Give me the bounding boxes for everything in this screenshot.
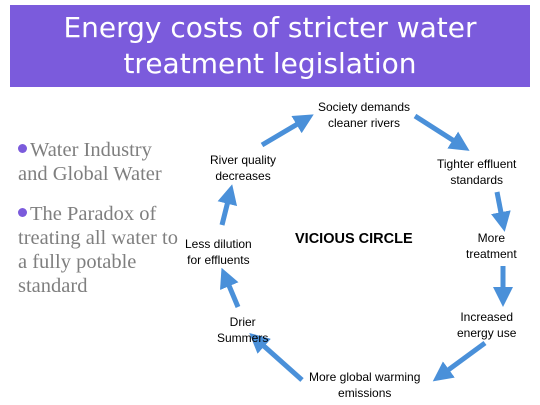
node-line: Drier — [229, 315, 256, 329]
bullet-list: Water Industry and Global Water The Para… — [18, 138, 178, 314]
arrow-dilution-to-quality — [217, 184, 238, 226]
arrow-quality-to-society — [260, 114, 314, 148]
node-tighter-standards: Tighter effluent standards — [437, 156, 516, 188]
title-bar: Energy costs of stricter water treatment… — [10, 5, 530, 87]
bullet-item: The Paradox of treating all water to a f… — [18, 202, 178, 298]
node-line: River quality — [210, 153, 277, 167]
arrow-tighter-to-treatment — [491, 191, 511, 232]
bullet-text: Water Industry and Global Water — [18, 139, 162, 185]
node-global-warming: More global warming emissions — [309, 369, 420, 401]
node-line: More — [477, 231, 506, 245]
node-line: More global warming — [309, 370, 421, 384]
bullet-dot-icon — [18, 208, 27, 217]
node-line: cleaner rivers — [328, 116, 401, 130]
node-line: Society demands — [318, 100, 411, 114]
bullet-dot-icon — [18, 144, 27, 153]
arrow-society-to-tighter — [413, 113, 470, 151]
bullet-text: The Paradox of treating all water to a f… — [18, 203, 178, 297]
node-society-demands: Society demands cleaner rivers — [318, 99, 410, 131]
arrow-emissions-to-summers — [249, 333, 304, 382]
arrow-energy-to-emissions — [432, 340, 487, 382]
node-line: standards — [450, 173, 504, 187]
node-line: emissions — [338, 386, 392, 400]
node-line: energy use — [457, 326, 517, 340]
slide-title: Energy costs of stricter water treatment… — [63, 11, 477, 80]
vicious-circle-label: VICIOUS CIRCLE — [295, 231, 413, 247]
node-drier-summers: Drier Summers — [217, 314, 268, 346]
node-line: Increased — [460, 310, 514, 324]
node-line: decreases — [215, 169, 271, 183]
node-line: Summers — [217, 331, 269, 345]
bullet-item: Water Industry and Global Water — [18, 138, 178, 186]
node-less-dilution: Less dilution for effluents — [185, 236, 252, 268]
node-line: Less dilution — [185, 237, 252, 251]
node-increased-energy: Increased energy use — [457, 309, 516, 341]
node-more-treatment: More treatment — [466, 230, 517, 262]
node-river-quality: River quality decreases — [210, 152, 276, 184]
node-line: for effluents — [187, 253, 250, 267]
arrow-summers-to-dilution — [220, 267, 241, 308]
node-line: treatment — [466, 247, 517, 261]
node-line: Tighter effluent — [437, 157, 517, 171]
